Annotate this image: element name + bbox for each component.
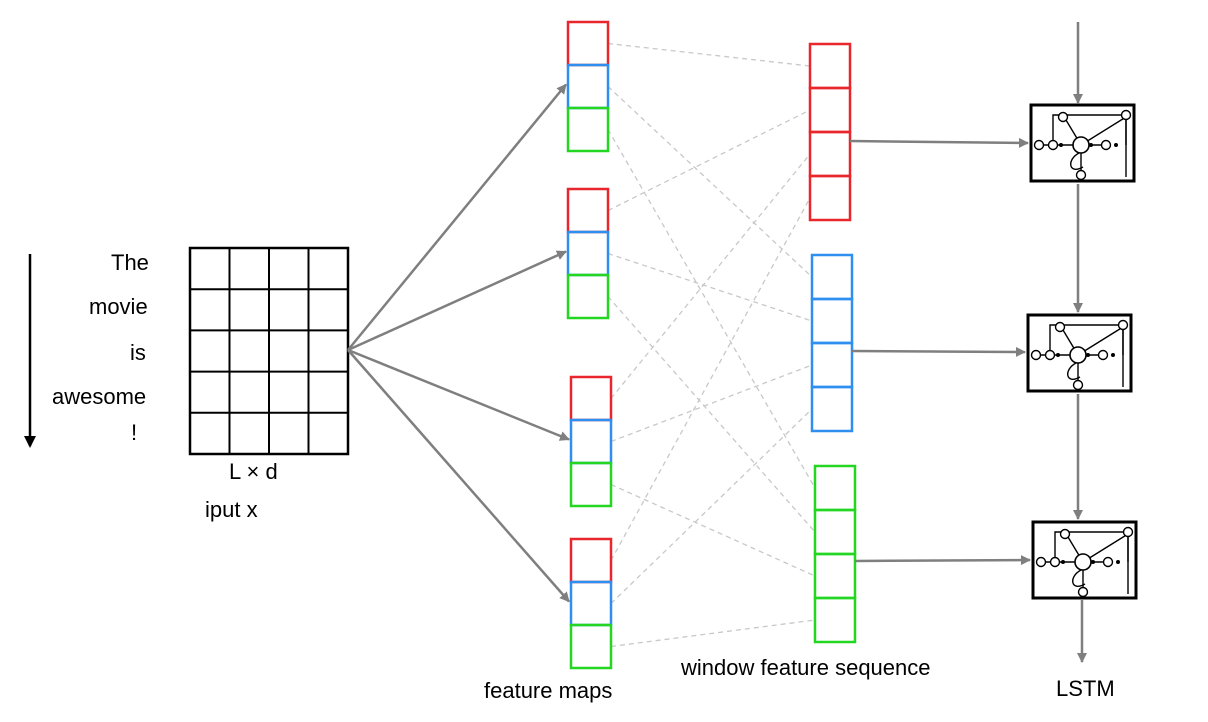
- feature-map-1-cell-1: [566, 20, 610, 67]
- window-3-cell-1: [813, 464, 857, 512]
- lstm-loop: [1072, 569, 1086, 587]
- dashed-connection: [607, 86, 813, 278]
- lstm-wire: [1080, 116, 1127, 146]
- feature-map-3-cell-2: [569, 418, 613, 465]
- lstm-node: [1122, 526, 1134, 538]
- arrow-window-1-to-lstm-1: [849, 137, 1029, 148]
- lstm-node: [1033, 139, 1045, 151]
- window-sequence-label: window feature sequence: [681, 655, 931, 680]
- feature-map-3-cell-1: [569, 375, 613, 422]
- window-1-cell-4: [808, 174, 852, 222]
- lstm-cell-2: [1026, 313, 1133, 393]
- dashed-connection: [607, 42, 811, 67]
- input-label: iput x: [205, 497, 258, 522]
- dashed-connection: [610, 619, 816, 648]
- lstm-node: [1049, 556, 1061, 568]
- input-word-3: is: [130, 340, 146, 365]
- conv-arrow-1: [347, 83, 567, 351]
- feature-map-4-cell-1: [569, 537, 613, 584]
- input-word-2: movie: [89, 294, 148, 319]
- feature-maps-label: feature maps: [484, 678, 613, 703]
- lstm-wire: [1082, 533, 1129, 563]
- lstm-node: [1044, 349, 1056, 361]
- conv-arrow-3: [347, 348, 570, 441]
- lstm-node: [1035, 556, 1047, 568]
- lstm-gate-dot: [1056, 353, 1060, 357]
- arrow-window-2-to-lstm-2: [851, 346, 1026, 357]
- lstm-node: [1059, 528, 1071, 540]
- lstm-node: [1120, 109, 1132, 121]
- dashed-connection: [610, 197, 811, 561]
- dashed-connection: [610, 408, 813, 604]
- lstm-core-node: [1074, 553, 1092, 571]
- lstm-cell-3: [1031, 520, 1138, 600]
- window-3-cell-4: [813, 596, 857, 644]
- lstm-node: [1057, 111, 1069, 123]
- dashed-connection: [607, 252, 813, 322]
- lstm-cell-1: [1029, 103, 1136, 183]
- input-word-4: awesome: [52, 384, 147, 409]
- feature-map-2-cell-3: [566, 273, 610, 320]
- lstm-gate-dot: [1111, 353, 1115, 357]
- lstm-node: [1100, 139, 1112, 151]
- lstm-node: [1097, 349, 1109, 361]
- dashed-connection: [607, 296, 816, 533]
- lstm-cells: [1026, 103, 1138, 600]
- lstm-node: [1077, 586, 1089, 598]
- lstm-wire: [1077, 326, 1124, 356]
- conv-arrow-4: [347, 349, 570, 603]
- dashed-connection: [610, 483, 816, 577]
- lstm-gate-dot: [1114, 143, 1118, 147]
- lstm-node: [1075, 169, 1087, 181]
- lstm-core-node: [1072, 136, 1090, 154]
- input-matrix: [188, 246, 350, 456]
- window-3-cell-3: [813, 552, 857, 600]
- lstm-core-node: [1069, 346, 1087, 364]
- lstm-gate-dot: [1059, 143, 1063, 147]
- dashed-connections: [607, 42, 816, 648]
- window-2-cell-3: [810, 341, 854, 389]
- feature-map-4-cell-2: [569, 580, 613, 627]
- lstm-label: LSTM: [1056, 676, 1115, 701]
- dashed-connection: [610, 153, 811, 399]
- lstm-gate-dot: [1089, 143, 1093, 147]
- lstm-node: [1072, 379, 1084, 391]
- window-2-cell-4: [810, 385, 854, 433]
- lstm-gate-dot: [1061, 560, 1065, 564]
- dashed-connection: [607, 109, 811, 212]
- lstm-node: [1030, 349, 1042, 361]
- window-1-cell-1: [808, 42, 852, 90]
- input-word-1: The: [111, 250, 149, 275]
- lstm-cell-border: [1031, 520, 1138, 600]
- feature-map-1-cell-3: [566, 106, 610, 153]
- input-word-5: !: [131, 420, 138, 445]
- lstm-node: [1047, 139, 1059, 151]
- lstm-node: [1102, 556, 1114, 568]
- lstm-gate-dot: [1116, 560, 1120, 564]
- feature-map-2-cell-2: [566, 230, 610, 277]
- feature-map-2-cell-1: [566, 187, 610, 234]
- window-2-cell-1: [810, 253, 854, 301]
- feature-map-4-cell-3: [569, 623, 613, 670]
- conv-arrows: [347, 83, 570, 603]
- window-1-cell-3: [808, 130, 852, 178]
- lstm-loop: [1070, 152, 1084, 170]
- window-3-cell-2: [813, 508, 857, 556]
- dashed-connection: [607, 129, 816, 489]
- conv-arrow-2: [347, 250, 567, 352]
- lstm-gate-dot: [1086, 353, 1090, 357]
- input-dim-label: L × d: [229, 459, 278, 484]
- window-2-cell-2: [810, 297, 854, 345]
- lstm-gate-dot: [1091, 560, 1095, 564]
- lstm-node: [1054, 321, 1066, 333]
- window-1-cell-2: [808, 86, 852, 134]
- lstm-loop: [1067, 362, 1081, 380]
- window-feature-sequence: [808, 42, 857, 644]
- feature-map-1-cell-2: [566, 63, 610, 110]
- feature-map-3-cell-3: [569, 461, 613, 508]
- arrow-window-3-to-lstm-3: [854, 555, 1031, 566]
- lstm-node: [1117, 319, 1129, 331]
- feature-maps: [566, 20, 613, 670]
